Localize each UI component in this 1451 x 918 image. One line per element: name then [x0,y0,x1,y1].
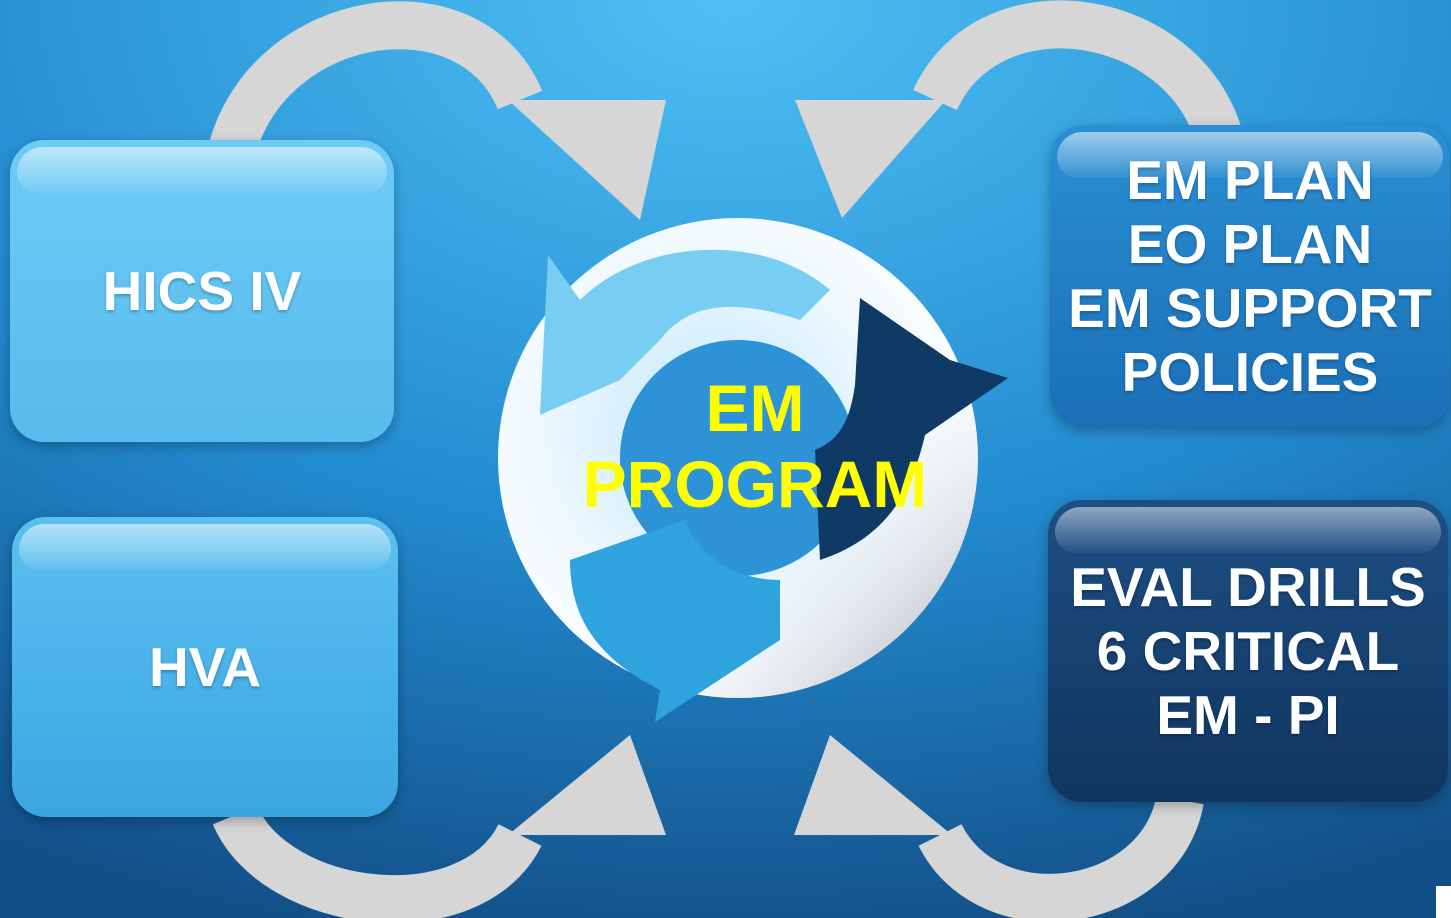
box-hics-line-1: HICS IV [102,260,302,322]
cycle-arrow-medium [570,520,780,722]
box-em-plan: EM PLAN EO PLAN EM SUPPORT POLICIES [1050,125,1450,427]
box-eval-line-1: EVAL DRILLS [1070,556,1426,618]
box-hva-line-1: HVA [148,636,262,698]
box-hva: HVA [12,517,398,817]
box-gloss [17,147,387,193]
box-gloss [19,524,391,570]
box-eval-line-2: 6 CRITICAL [1096,620,1400,682]
cycle-arrow-dark [815,298,1008,560]
corner-mark [1436,886,1451,918]
box-eval-line-3: EM - PI [1156,684,1340,746]
curved-arrow-bottom-right [794,735,1204,918]
cycle-hole [620,340,856,576]
box-plan-line-1: EM PLAN [1126,149,1374,211]
box-plan-line-4: POLICIES [1121,341,1379,403]
box-hics-iv: HICS IV [10,140,394,442]
curved-arrow-bottom-left [212,735,666,918]
curved-arrow-top-left [208,1,666,220]
curved-arrow-top-right [795,0,1244,218]
cycle-arrow-light [540,249,830,415]
box-eval-drills: EVAL DRILLS 6 CRITICAL EM - PI [1048,500,1448,802]
box-gloss [1057,132,1443,178]
cycle-graphic [498,218,1008,722]
box-plan-line-2: EO PLAN [1127,213,1373,275]
box-plan-line-3: EM SUPPORT [1068,277,1432,339]
box-gloss [1055,507,1441,553]
